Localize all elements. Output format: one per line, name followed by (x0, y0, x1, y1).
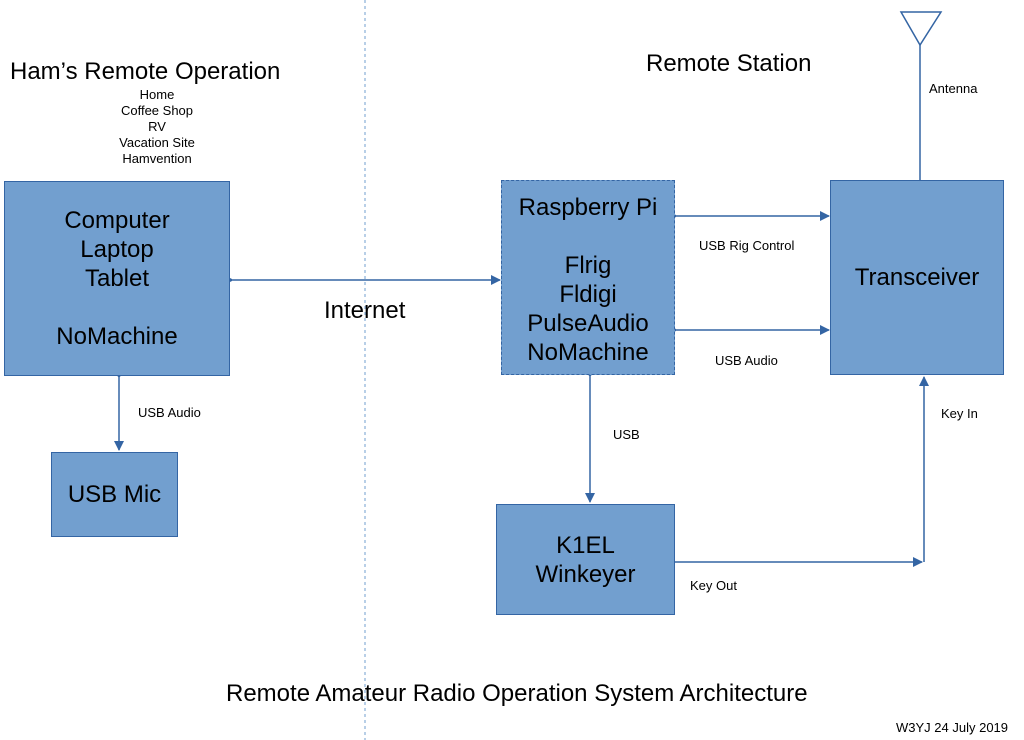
antenna-icon (899, 11, 943, 47)
location-item: Hamvention (122, 151, 192, 166)
right-section-title: Remote Station (646, 50, 812, 77)
key-in-label: Key In (941, 406, 978, 421)
location-item: Vacation Site (119, 135, 195, 150)
usb-rig-control-label: USB Rig Control (699, 238, 795, 253)
computer-line: Tablet (84, 265, 150, 292)
diagram-caption: Remote Amateur Radio Operation System Ar… (226, 680, 808, 707)
antenna-label: Antenna (929, 81, 978, 96)
usb-label: USB (613, 427, 640, 442)
left-section-title: Ham’s Remote Operation (10, 58, 281, 85)
computer-line: Laptop (80, 236, 154, 263)
usb-mic-box: USB Mic (51, 452, 178, 537)
key-out-label: Key Out (690, 578, 737, 593)
usb-audio-left-label: USB Audio (138, 405, 201, 420)
location-item: Coffee Shop (120, 103, 194, 118)
computer-line: Computer (64, 207, 170, 234)
location-item: RV (148, 119, 166, 134)
transceiver-label: Transceiver (854, 264, 980, 291)
winkeyer-line: K1EL (556, 531, 615, 559)
location-list: Home Coffee Shop RV Vacation Site Hamven… (97, 87, 217, 167)
usb-mic-label: USB Mic (67, 481, 162, 508)
computer-box: Computer Laptop Tablet NoMachine (4, 181, 230, 376)
raspberry-pi-box: Raspberry Pi Flrig Fldigi PulseAudio NoM… (501, 180, 675, 375)
author-credit: W3YJ 24 July 2019 (896, 720, 1009, 735)
usb-audio-right-label: USB Audio (715, 353, 778, 368)
computer-line: NoMachine (56, 323, 178, 350)
location-item: Home (139, 87, 175, 102)
raspberry-pi-line: PulseAudio (527, 310, 649, 337)
transceiver-box: Transceiver (830, 180, 1004, 375)
winkeyer-box: K1EL Winkeyer (496, 504, 675, 615)
raspberry-pi-line: Fldigi (559, 281, 617, 308)
raspberry-pi-line: Raspberry Pi (518, 194, 658, 221)
raspberry-pi-line: Flrig (564, 252, 612, 279)
winkeyer-line: Winkeyer (535, 560, 636, 588)
internet-label: Internet (324, 297, 406, 324)
raspberry-pi-line: NoMachine (527, 339, 649, 366)
